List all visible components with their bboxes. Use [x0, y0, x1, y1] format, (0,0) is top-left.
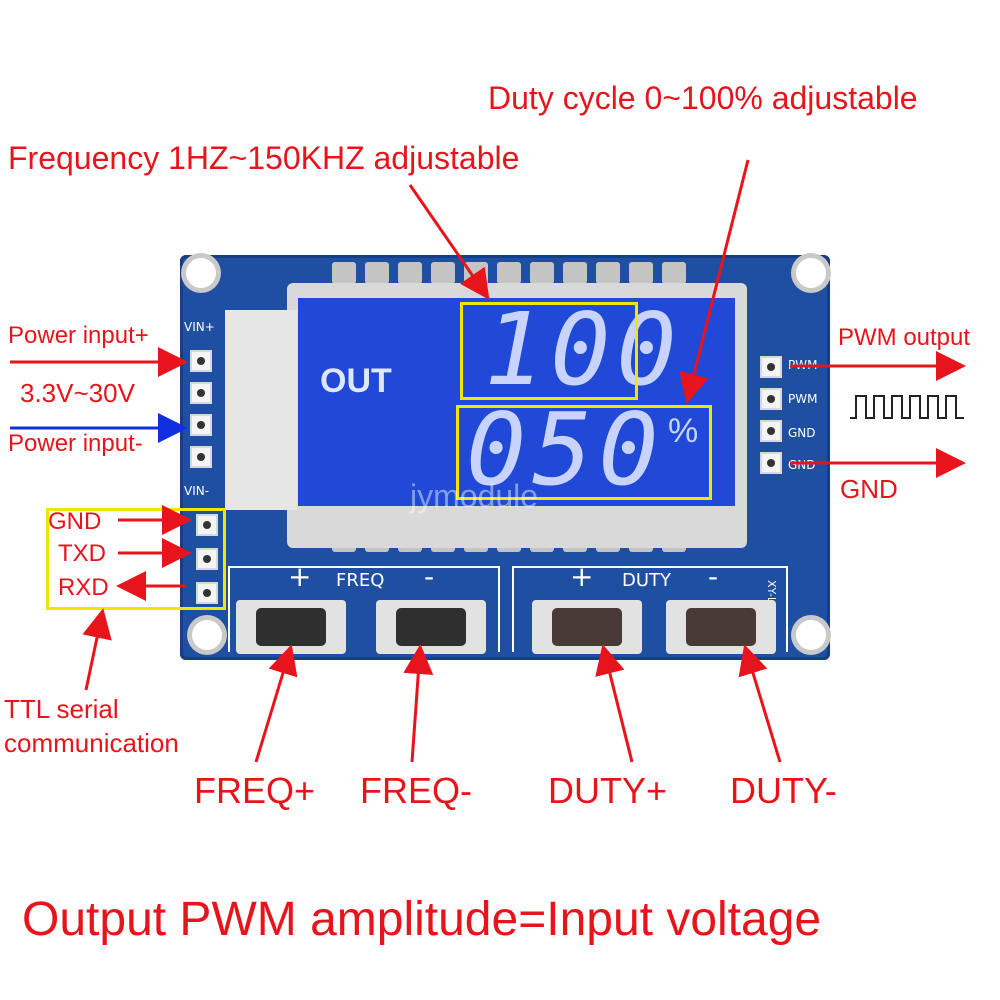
freq-label-silk: FREQ: [336, 570, 385, 591]
duty-minus-annotation: DUTY-: [730, 770, 837, 811]
lcd-connector-tab-top: [629, 262, 653, 284]
ttl-label-line2: communication: [4, 728, 179, 758]
ttl-arrow: [82, 608, 112, 691]
rxd-label: RXD: [58, 574, 109, 601]
frequency-highlight-box: [460, 302, 638, 400]
lcd-display: [298, 298, 735, 506]
pwm-waveform-icon: [850, 395, 964, 419]
pin-label-gnd-2: GND: [788, 458, 816, 472]
lcd-connector-tab-top: [398, 262, 422, 284]
voltage-range-label: 3.3V~30V: [20, 378, 135, 408]
freq-minus-button[interactable]: [396, 608, 466, 646]
power-minus-label: Power input-: [8, 430, 143, 457]
lcd-connector-tab-top: [464, 262, 488, 284]
lcd-connector-tab-top: [530, 262, 554, 284]
freq-plus-arrow: [254, 644, 298, 763]
serial-pin-gnd: [196, 514, 218, 536]
mount-hole-top-left: [186, 258, 216, 288]
lcd-out-label: OUT: [320, 362, 392, 400]
pwm-output-label: PWM output: [838, 324, 971, 351]
output-pin-1: [760, 356, 782, 378]
gnd-right-label: GND: [840, 474, 898, 504]
freq-group-outline: [228, 566, 500, 652]
footer-caption: Output PWM amplitude=Input voltage: [22, 893, 822, 946]
duty-minus-silk: -: [708, 560, 719, 593]
freq-minus-arrow: [403, 644, 434, 763]
vin-pin-2: [190, 382, 212, 404]
vin-pin-1: [190, 350, 212, 372]
vin-pin-3: [190, 414, 212, 436]
pin-label-gnd-1: GND: [788, 426, 816, 440]
lcd-connector-tab-top: [431, 262, 455, 284]
duty-label-silk: DUTY: [622, 570, 672, 591]
watermark: jymodule: [410, 478, 539, 514]
duty-plus-arrow: [595, 644, 634, 763]
duty-plus-button[interactable]: [552, 608, 622, 646]
mount-hole-top-right: [796, 258, 826, 288]
frequency-range-label: Frequency 1HZ~150KHZ adjustable: [8, 140, 520, 176]
pin-label-pwm-2: PWM: [788, 392, 818, 406]
lcd-frequency-value: 100: [484, 291, 683, 408]
gnd-left-label: GND: [48, 508, 102, 535]
serial-pin-rxd: [196, 582, 218, 604]
freq-minus-annotation: FREQ-: [360, 770, 472, 811]
duty-plus-annotation: DUTY+: [548, 770, 668, 811]
output-pin-3: [760, 420, 782, 442]
serial-highlight-box: [46, 508, 226, 610]
lcd-connector-tab-top: [563, 262, 587, 284]
lcd-connector-tab-top: [497, 262, 521, 284]
lcd-duty-value: 050: [466, 391, 665, 508]
lcd-duty-unit: %: [668, 412, 699, 450]
lcd-connector-tab-top: [596, 262, 620, 284]
mount-hole-bottom-right: [796, 620, 826, 650]
duty-minus-arrow: [738, 644, 782, 763]
duty-group-outline: [512, 566, 788, 652]
mount-hole-bottom-left: [192, 620, 222, 650]
freq-plus-silk: +: [288, 560, 312, 593]
vin-minus-label: VIN-: [184, 484, 210, 498]
lcd-backlight-panel: [225, 310, 297, 510]
duty-range-label: Duty cycle 0~100% adjustable: [488, 80, 918, 116]
duty-minus-button[interactable]: [686, 608, 756, 646]
freq-minus-silk: -: [424, 560, 435, 593]
vin-plus-label: VIN+: [184, 320, 215, 334]
vin-pin-4: [190, 446, 212, 468]
duty-plus-silk: +: [570, 560, 594, 593]
pin-label-pwm-1: PWM: [788, 358, 818, 372]
output-pin-4: [760, 452, 782, 474]
power-plus-label: Power input+: [8, 322, 149, 349]
ttl-label-line1: TTL serial: [4, 694, 119, 724]
serial-pin-txd: [196, 548, 218, 570]
freq-plus-annotation: FREQ+: [194, 770, 316, 811]
txd-label: TXD: [58, 540, 106, 567]
duty-highlight-box: [456, 405, 712, 500]
output-pin-2: [760, 388, 782, 410]
lcd-connector-tab-top: [365, 262, 389, 284]
lcd-connector-tab-top: [662, 262, 686, 284]
freq-plus-button[interactable]: [256, 608, 326, 646]
lcd-connector-tab-top: [332, 262, 356, 284]
